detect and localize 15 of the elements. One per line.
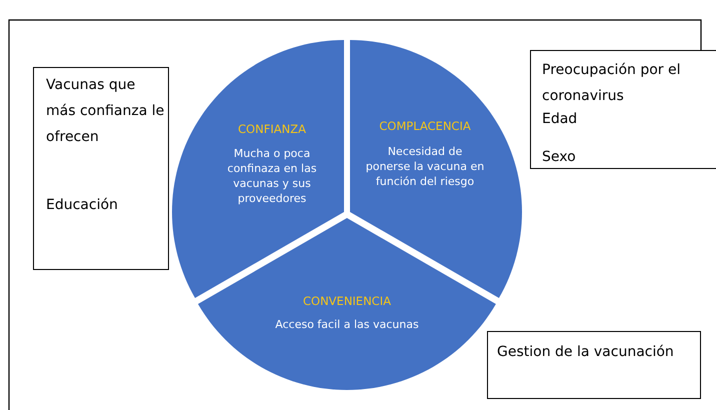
factor-text: Sexo	[542, 148, 577, 167]
factor-text: Vacunas que más confianza le ofrecen	[46, 76, 166, 147]
segment-heading: COMPLACENCIA	[378, 119, 472, 134]
segment-description: Necesidad de ponerse la vacuna en función del riesgo	[364, 144, 485, 189]
factor-text: Gestion de la vacunación	[497, 343, 675, 362]
factor-text: Preocupación por el coronavirus	[542, 61, 682, 106]
factor-box	[33, 67, 169, 270]
factor-text: Edad	[542, 110, 578, 129]
factor-text: Educación	[46, 196, 119, 215]
factor-box	[530, 50, 716, 169]
segment-heading: CONVENIENCIA	[302, 294, 392, 309]
segment-description: Mucha o poca confinaza en las vacunas y sus proveedores	[226, 146, 318, 206]
segment-description: Acceso facil a las vacunas	[274, 317, 420, 332]
segment-heading: CONFIANZA	[237, 122, 307, 137]
factor-box	[487, 331, 701, 399]
